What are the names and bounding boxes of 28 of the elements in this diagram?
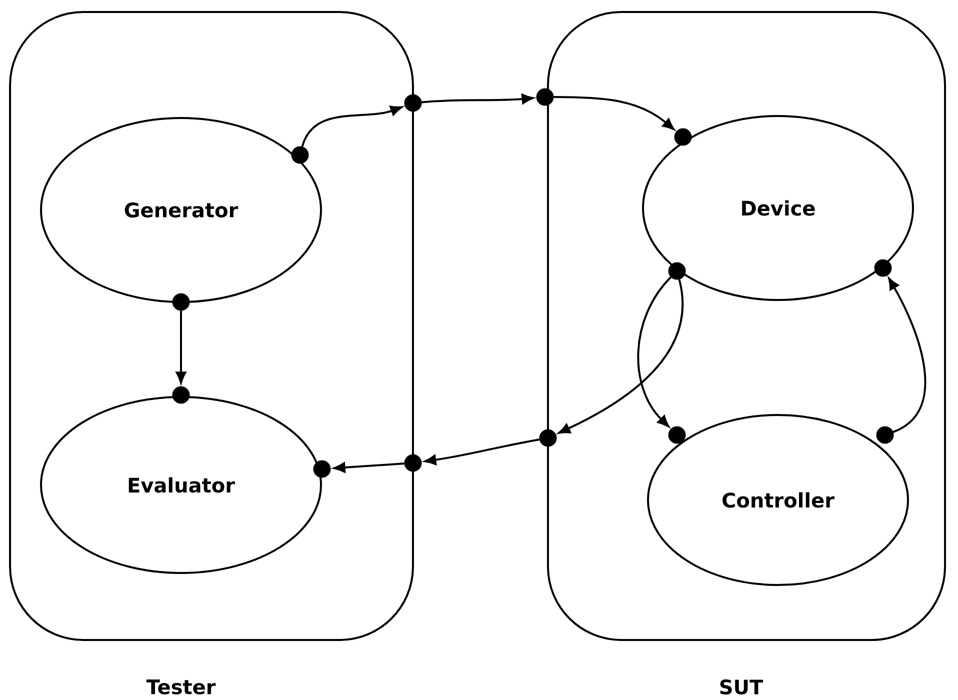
arrow [301,106,402,147]
port-dot [668,262,686,280]
arrow [424,438,540,466]
node-label: SUT [720,679,764,695]
port-dot [876,426,894,444]
ellipse-node: Evaluator [40,396,322,574]
port-dot [539,429,557,447]
arrow [554,96,674,130]
node-label: Tester [146,680,216,694]
arrow [637,276,672,428]
port-dot [404,94,422,112]
port-dot [536,88,554,106]
port-dot [313,460,331,478]
arrow [422,94,534,104]
port-dot [172,386,190,404]
port-dot [291,146,309,164]
port-dot [668,426,686,444]
arrow [176,310,186,384]
port-dot [674,128,692,146]
ellipse-node: Controller [647,414,909,586]
ellipse-node: Generator [40,117,322,303]
port-dot [874,259,892,277]
arrow [888,278,926,433]
ellipse-node: Device [642,115,914,301]
arrow [558,279,684,434]
port-dot [404,454,422,472]
port-dot [172,293,190,311]
arrow [333,462,404,473]
